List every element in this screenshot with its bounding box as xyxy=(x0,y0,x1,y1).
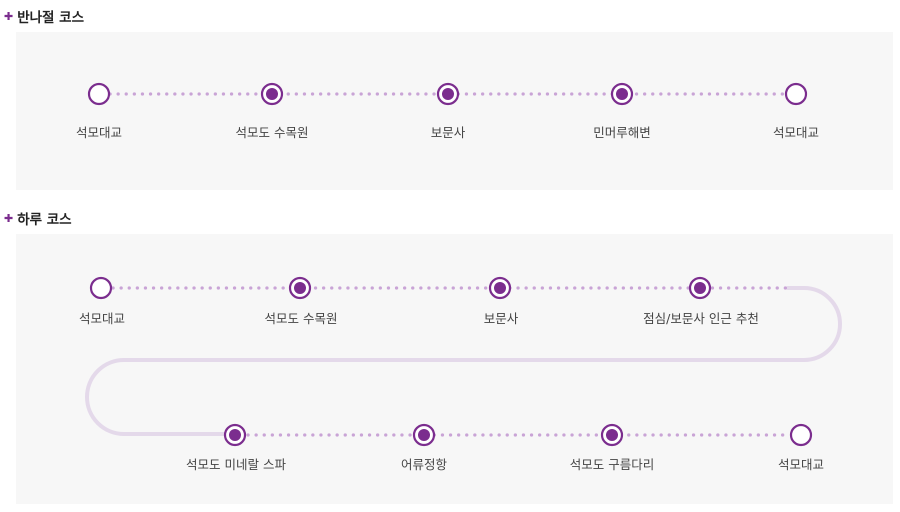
route-stop-node xyxy=(412,423,436,447)
route-stop-node xyxy=(223,423,247,447)
route-line xyxy=(108,92,787,96)
route-stop-label: 석모도 구름다리 xyxy=(569,457,655,472)
course-panel-full-day: 석모대교 석모도 수목원 보문사 점심/보문사 인근 추천 석모도 미네랄 스파… xyxy=(16,234,893,504)
plus-icon: ✚ xyxy=(4,9,14,23)
route-stop-node xyxy=(260,82,284,106)
route-stop-node xyxy=(488,276,512,300)
route-stop-node xyxy=(87,82,111,106)
route-stop-label: 석모대교 xyxy=(75,125,123,140)
route-stop-node xyxy=(784,82,808,106)
route-stop-label: 석모도 수목원 xyxy=(264,311,338,326)
route-stop-node xyxy=(789,423,813,447)
section-title-half-day: ✚ 반나절 코스 xyxy=(4,6,85,27)
route-stop-label: 석모대교 xyxy=(772,125,820,140)
route-stop-node xyxy=(436,82,460,106)
route-stop-label: 석모도 미네랄 스파 xyxy=(186,457,286,472)
route-stop-label: 점심/보문사 인근 추천 xyxy=(643,311,759,326)
section-title-text: 하루 코스 xyxy=(17,212,72,228)
route-stop-label: 석모대교 xyxy=(78,311,126,326)
route-stop-node xyxy=(600,423,624,447)
route-stop-node xyxy=(288,276,312,300)
route-stop-label: 석모도 수목원 xyxy=(235,125,309,140)
route-line xyxy=(85,286,842,437)
route-stop-node xyxy=(610,82,634,106)
route-stop-label: 보문사 xyxy=(483,311,519,326)
section-title-full-day: ✚ 하루 코스 xyxy=(4,208,72,229)
plus-icon: ✚ xyxy=(4,211,14,225)
route-stop-label: 보문사 xyxy=(430,125,466,140)
route-stop-label: 석모대교 xyxy=(777,457,825,472)
route-stop-label: 민머루해변 xyxy=(593,125,651,140)
section-title-text: 반나절 코스 xyxy=(17,10,85,26)
route-stop-label: 어류정항 xyxy=(400,457,448,472)
route-stop-node xyxy=(89,276,113,300)
course-panel-half-day: 석모대교 석모도 수목원 보문사 민머루해변 석모대교 xyxy=(16,32,893,190)
route-stop-node xyxy=(688,276,712,300)
